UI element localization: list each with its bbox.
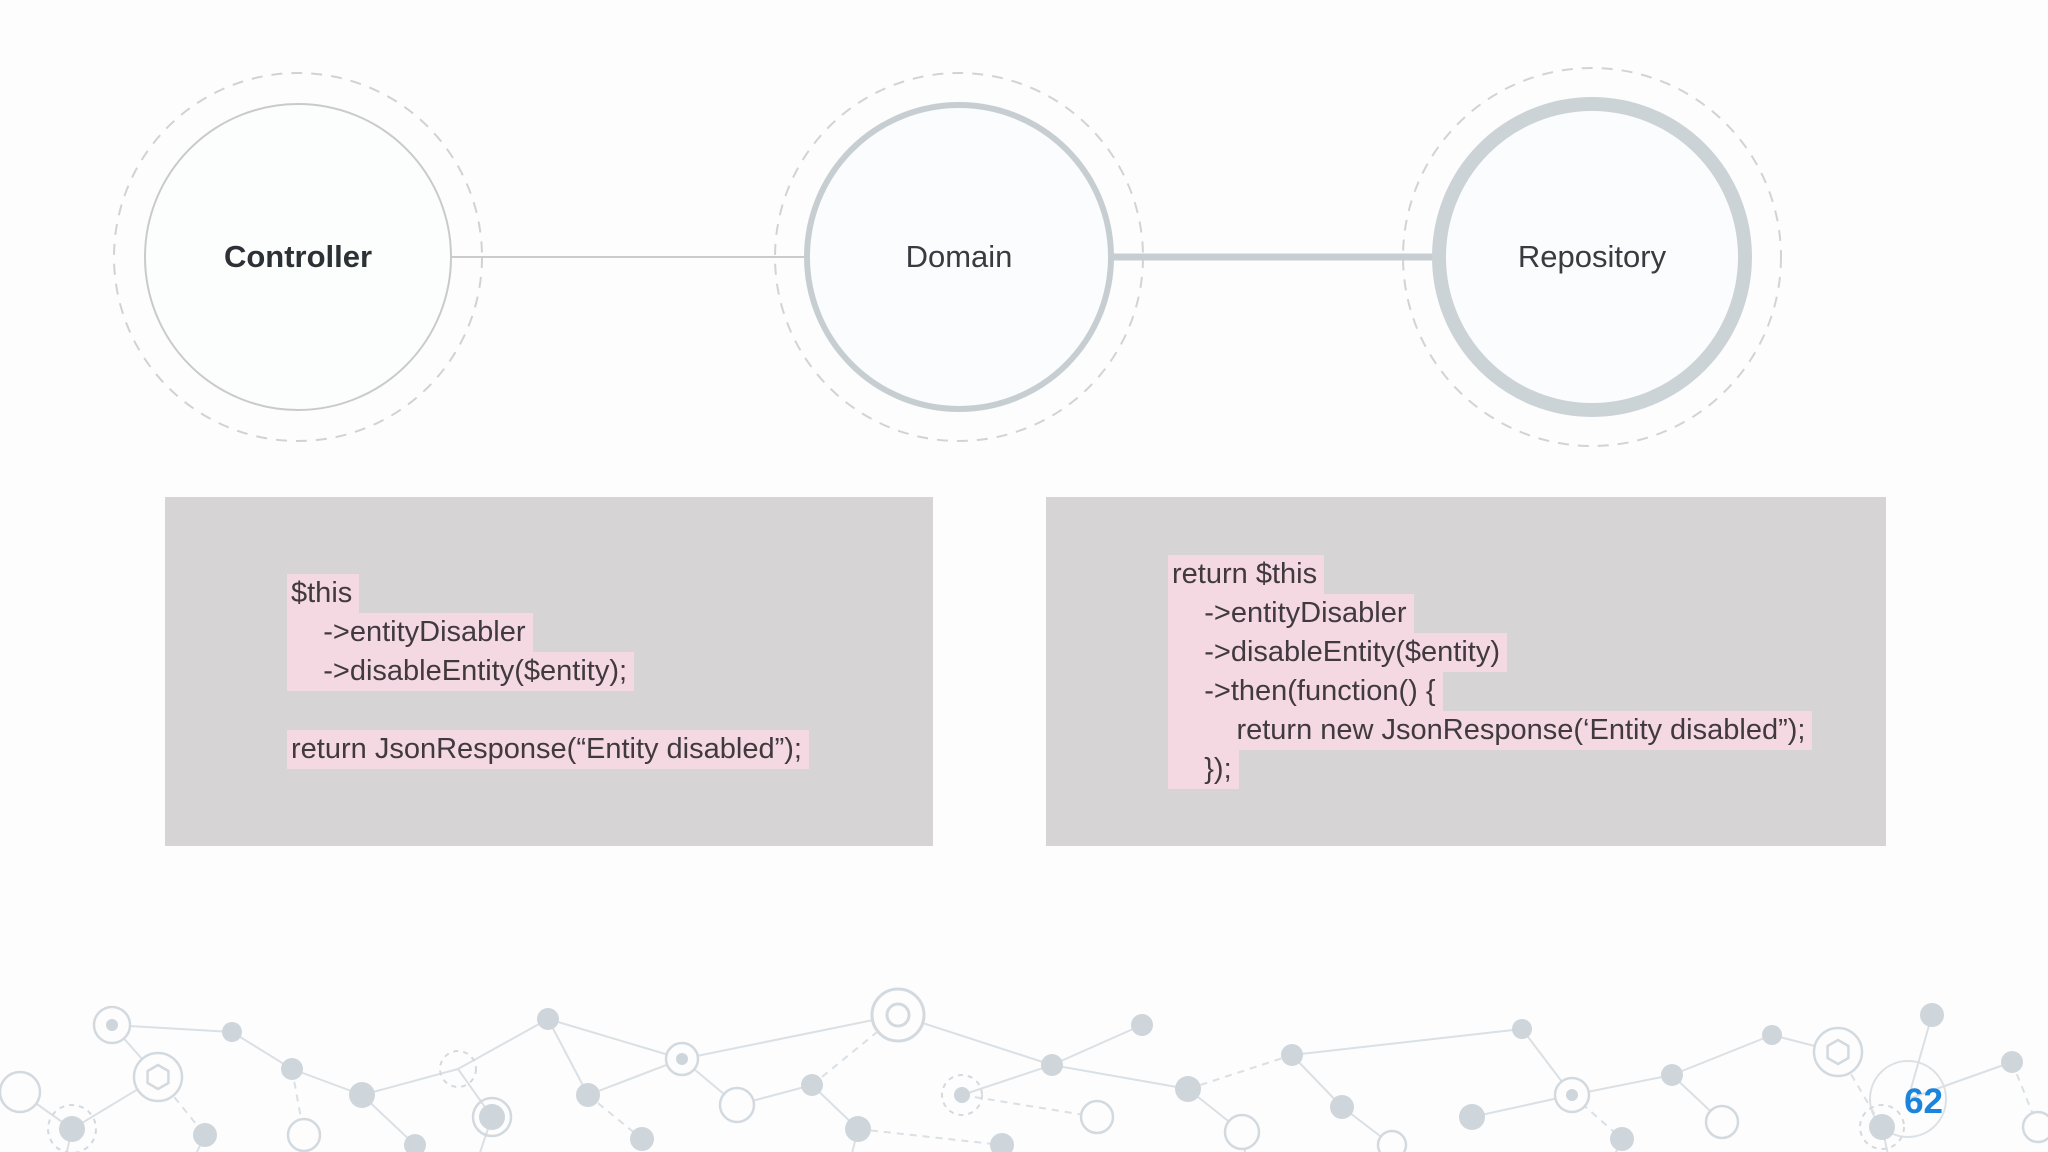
code-line xyxy=(287,691,933,730)
highlighted-code-text: }); xyxy=(1168,749,1239,789)
code-line: }); xyxy=(1168,749,1886,789)
highlighted-code-text: ->entityDisabler xyxy=(1168,593,1414,633)
domain-circle xyxy=(804,102,1114,412)
highlighted-code-text: ->disableEntity($entity); xyxy=(287,652,635,691)
code-line: ->then(function() { xyxy=(1168,671,1886,711)
node-label-repository: Repository xyxy=(1517,239,1667,274)
highlighted-code-text: return $this xyxy=(1168,554,1325,594)
highlighted-code-text: ->entityDisabler xyxy=(287,613,533,652)
highlighted-code-text: return new JsonResponse(‘Entity disabled… xyxy=(1168,710,1813,750)
network-pattern-decoration xyxy=(0,987,2048,1152)
controller-circle xyxy=(144,103,452,411)
highlighted-code-text: $this xyxy=(287,574,360,613)
architecture-diagram xyxy=(113,67,1782,447)
code-line: ->entityDisabler xyxy=(287,613,933,652)
page-number: 62 xyxy=(1904,1082,1943,1121)
code-line: ->disableEntity($entity); xyxy=(287,652,933,691)
repository-dashed-ring xyxy=(1402,67,1782,447)
code-line: return $this xyxy=(1168,554,1886,594)
node-label-domain: Domain xyxy=(905,239,1013,274)
highlighted-code-text: ->then(function() { xyxy=(1168,671,1443,711)
highlighted-code-text: ->disableEntity($entity) xyxy=(1168,632,1508,672)
controller-code-block: $this ->entityDisabler ->disableEntity($… xyxy=(165,497,933,846)
code-line: return JsonResponse(“Entity disabled”); xyxy=(287,730,933,769)
network-nodes xyxy=(0,987,2048,1152)
code-line: ->disableEntity($entity) xyxy=(1168,632,1886,672)
repository-code-block: return $this ->entityDisabler ->disableE… xyxy=(1046,497,1886,846)
highlighted-code-text: return JsonResponse(“Entity disabled”); xyxy=(287,730,809,769)
code-line: return new JsonResponse(‘Entity disabled… xyxy=(1168,710,1886,750)
code-line: $this xyxy=(287,574,933,613)
code-line: ->entityDisabler xyxy=(1168,593,1886,633)
node-label-controller: Controller xyxy=(223,239,373,274)
repository-circle xyxy=(1432,97,1752,417)
